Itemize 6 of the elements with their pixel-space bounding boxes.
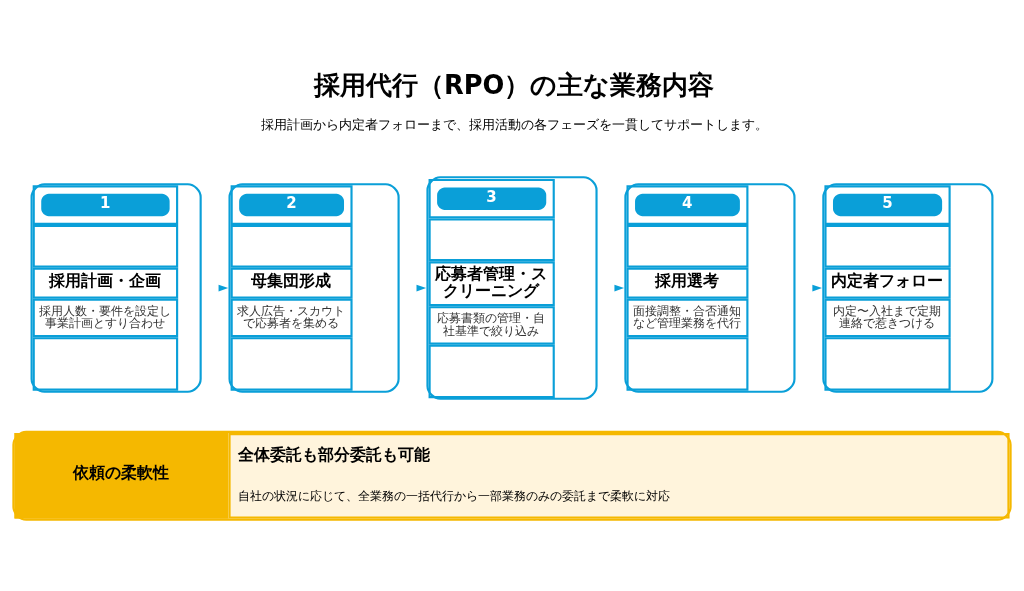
diagram-title: 採用代行（RPO）の主な業務内容 xyxy=(314,70,715,101)
label: 採用計画から内定者フォローまで、採用活動の各フェーズを一貫してサポートします。 xyxy=(261,117,769,133)
arrow xyxy=(812,284,823,292)
arrow xyxy=(614,284,625,292)
arrow xyxy=(416,284,427,292)
arrow xyxy=(218,284,229,292)
